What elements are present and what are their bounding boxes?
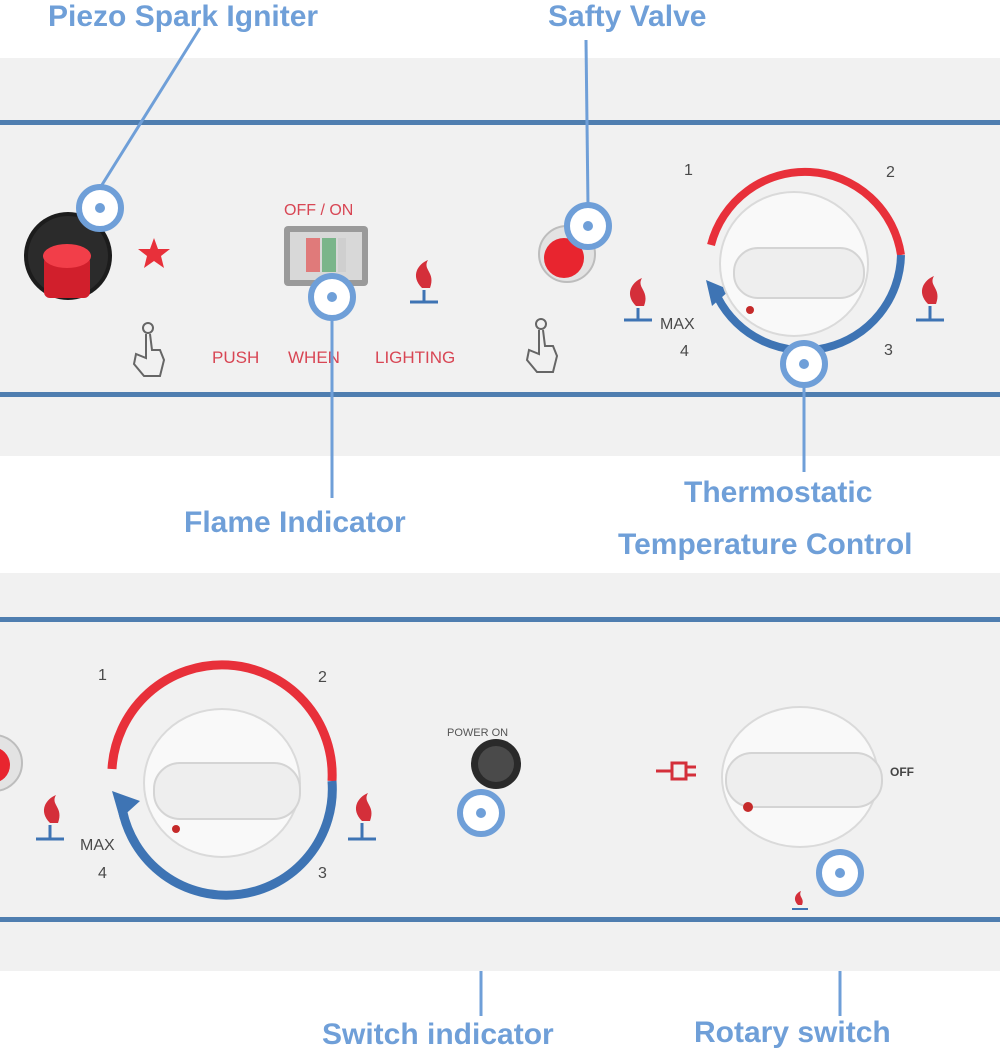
top-stripe-upper: [0, 120, 1000, 125]
plug-icon: [656, 761, 696, 781]
bottom-stripe-lower: [0, 917, 1000, 922]
dial-top-mark-4: 4: [680, 343, 689, 360]
callout-switch-indicator: Switch indicator: [322, 1018, 554, 1051]
callout-piezo-spark-igniter: Piezo Spark Igniter: [48, 0, 319, 33]
flame-icon-min-bottom: [348, 793, 376, 841]
flame-icon-min-top: [916, 276, 944, 322]
thermostat-dial-bottom: [107, 660, 337, 900]
flame-icon-max-bottom: [36, 795, 64, 841]
thermostat-dial-top: [706, 167, 905, 355]
rotary-switch-knob: [721, 706, 883, 848]
dial-top-mark-2: 2: [886, 164, 895, 181]
callout-rotary-switch: Rotary switch: [694, 1016, 891, 1049]
dial-bottom-mark-4: 4: [98, 865, 107, 882]
small-flame-icon-rotary: [792, 891, 808, 910]
off-label: OFF: [890, 765, 914, 779]
callout-thermostatic: Thermostatic: [684, 476, 873, 509]
when-label: WHEN: [288, 348, 340, 367]
max-label-bottom: MAX: [80, 837, 115, 854]
push-label: PUSH: [212, 348, 260, 367]
dial-bottom-mark-3: 3: [318, 865, 327, 882]
top-panel-graphics: [0, 120, 1000, 397]
dial-top-mark-3: 3: [884, 342, 893, 359]
power-on-indicator-light: [471, 739, 521, 789]
flame-indicator-window: [284, 226, 368, 286]
max-label-top: MAX: [660, 316, 695, 333]
top-stripe-lower: [0, 392, 1000, 397]
power-on-label: POWER ON: [447, 727, 509, 739]
lighting-label: LIGHTING: [375, 348, 456, 367]
top-control-panel: OFF / ON PUSH WHEN LIGHTING MAX 1 2 3 4: [0, 58, 1000, 456]
hand-press-icon-left: [132, 322, 166, 377]
off-on-label: OFF / ON: [284, 202, 354, 219]
callout-safety-valve: Safty Valve: [548, 0, 707, 33]
dial-bottom-mark-1: 1: [98, 667, 107, 684]
piezo-igniter-button: [24, 212, 112, 300]
spark-star-icon: [138, 238, 170, 268]
partial-valve-left: [0, 734, 23, 792]
callout-flame-indicator: Flame Indicator: [184, 506, 406, 539]
bottom-control-panel: 1 2 3 4 MAX POWER ON OFF: [0, 573, 1000, 971]
flame-icon-top-left: [410, 260, 438, 304]
callout-temperature-control: Temperature Control: [618, 528, 913, 561]
dial-top-mark-1: 1: [684, 162, 693, 179]
flame-icon-max-top: [624, 278, 652, 322]
hand-press-icon-right: [525, 318, 559, 373]
bottom-panel-graphics: [0, 617, 1000, 922]
bottom-stripe-upper: [0, 617, 1000, 622]
dial-bottom-mark-2: 2: [318, 669, 327, 686]
